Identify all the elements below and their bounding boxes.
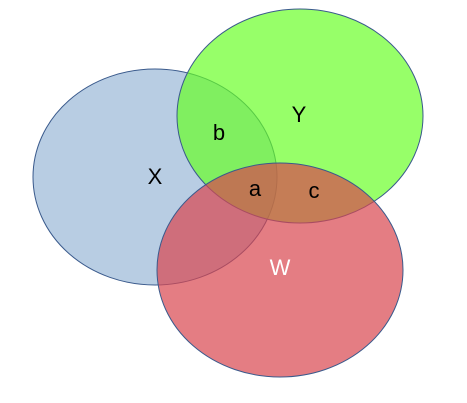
set-x-label: X [148,164,163,189]
set-y-label: Y [292,102,307,127]
set-w-label: W [270,255,291,280]
region-c-label: c [309,178,320,203]
set-w-ellipse [156,162,404,378]
region-a-label: a [249,176,262,201]
region-b-label: b [213,120,225,145]
